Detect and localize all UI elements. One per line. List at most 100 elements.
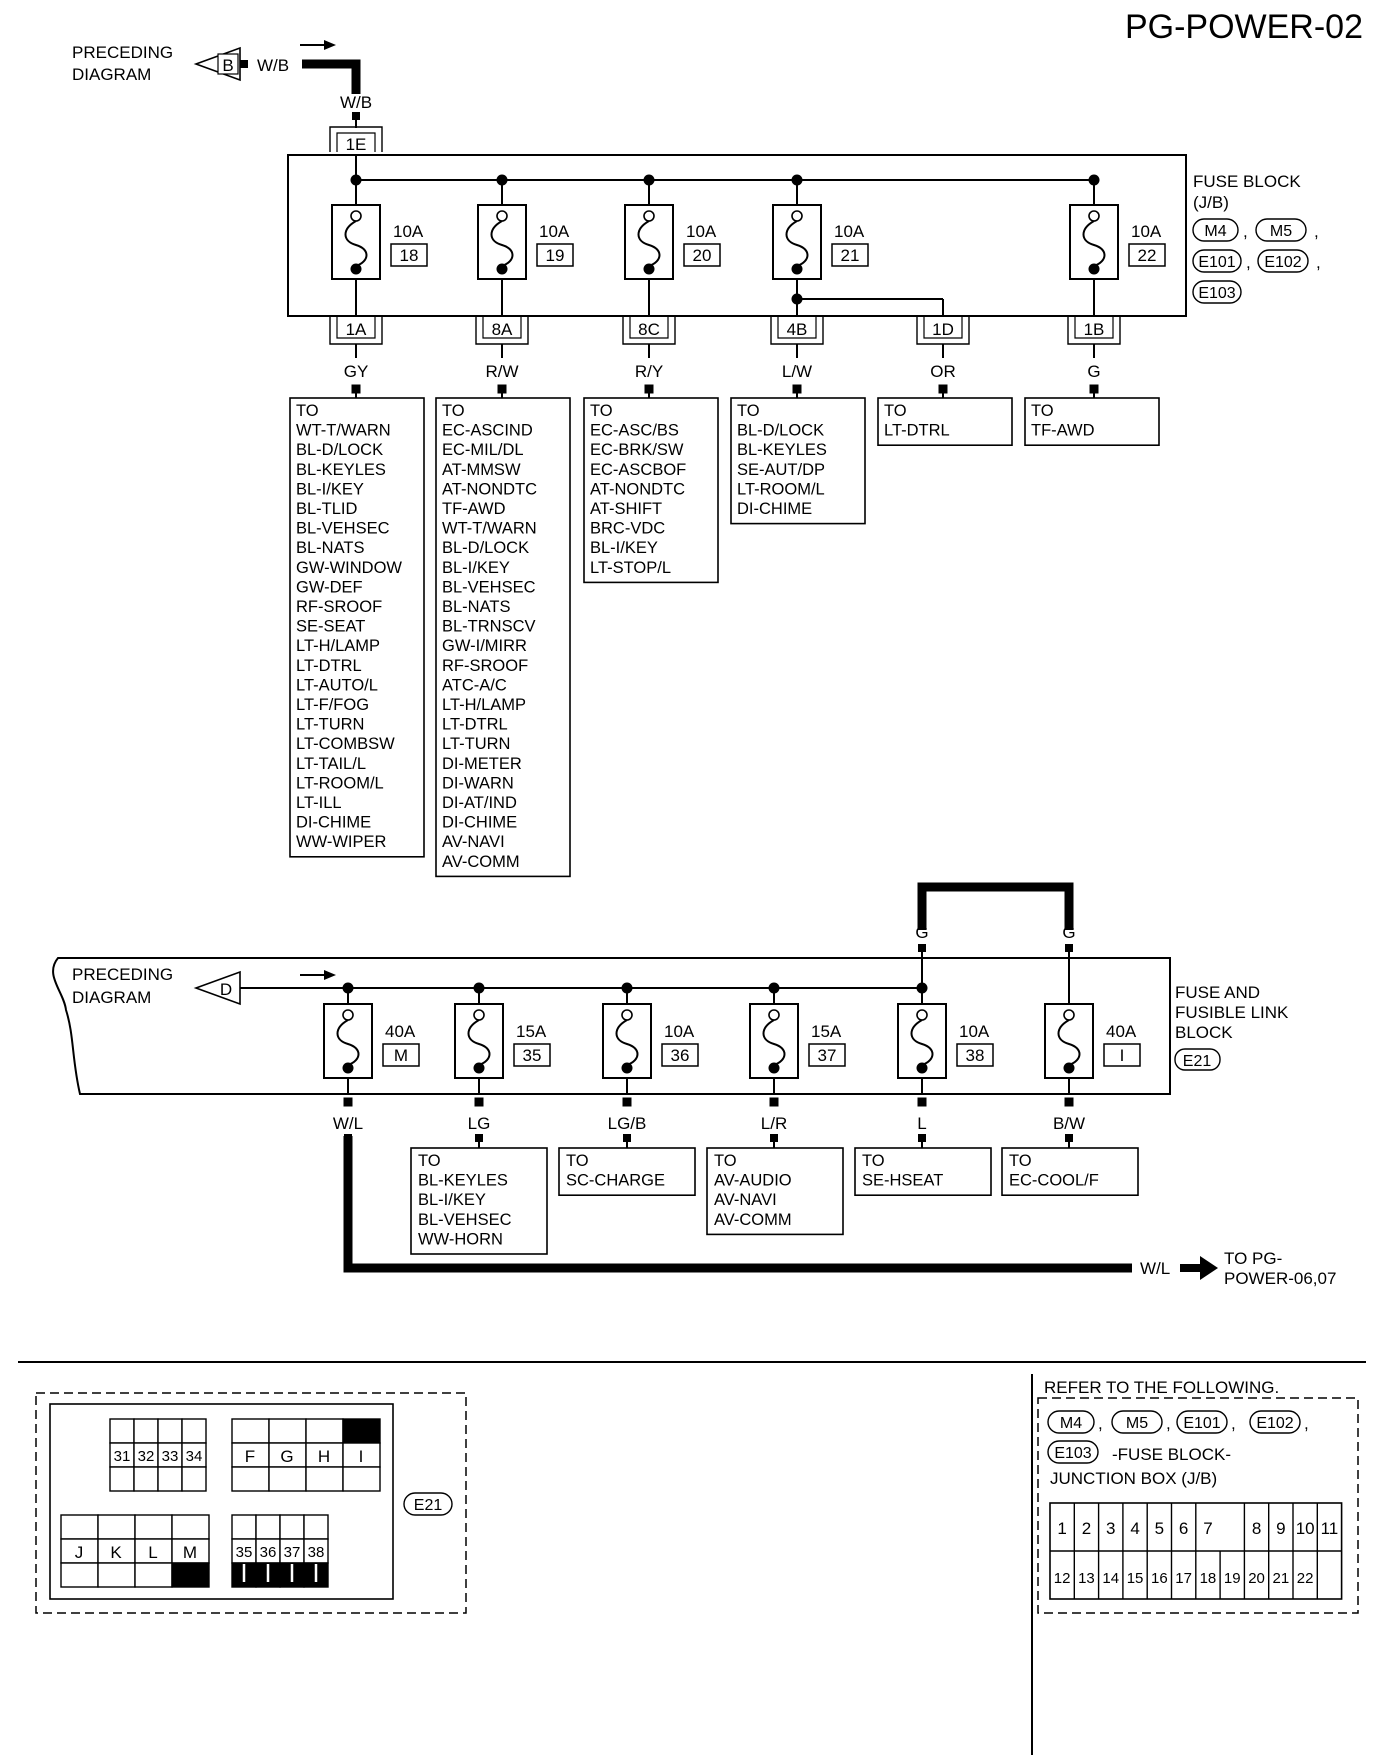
- dest-item[interactable]: AT-MMSW: [442, 461, 521, 479]
- dest-item[interactable]: TO: [714, 1152, 737, 1170]
- dest-item[interactable]: BL-D/LOCK: [296, 441, 383, 459]
- dest-item[interactable]: BL-VEHSEC: [418, 1211, 512, 1229]
- dest-item[interactable]: DI-CHIME: [296, 814, 371, 832]
- dest-item[interactable]: BL-D/LOCK: [737, 422, 824, 440]
- upper-dest-box-1D[interactable]: TO LT-DTRL: [877, 397, 1013, 447]
- dest-item[interactable]: LT-TURN: [442, 735, 510, 753]
- dest-item[interactable]: SE-HSEAT: [862, 1172, 943, 1190]
- dest-item[interactable]: DI-AT/IND: [442, 794, 517, 812]
- dest-item[interactable]: EC-BRK/SW: [590, 441, 684, 459]
- dest-item[interactable]: BL-TRNSCV: [442, 618, 536, 636]
- dest-item[interactable]: DI-METER: [442, 755, 522, 773]
- dest-item[interactable]: DI-CHIME: [442, 814, 517, 832]
- dest-item[interactable]: AT-SHIFT: [590, 500, 662, 518]
- dest-item[interactable]: BL-VEHSEC: [296, 520, 390, 538]
- dest-item[interactable]: EC-MIL/DL: [442, 441, 524, 459]
- dest-item[interactable]: WW-WIPER: [296, 833, 387, 851]
- dest-item[interactable]: BL-D/LOCK: [442, 539, 529, 557]
- lower-preceding-diagram[interactable]: PRECEDING DIAGRAM D: [72, 965, 241, 1007]
- dest-item[interactable]: AV-COMM: [442, 853, 520, 871]
- dest-item[interactable]: BL-KEYLES: [737, 441, 827, 459]
- dest-item[interactable]: TO: [862, 1152, 885, 1170]
- dest-item[interactable]: WT-T/WARN: [296, 422, 391, 440]
- dest-item[interactable]: LT-ROOM/L: [737, 480, 825, 498]
- upper-dest-box-1B[interactable]: TO TF-AWD: [1024, 397, 1160, 447]
- dest-item[interactable]: LT-DTRL: [442, 716, 508, 734]
- dest-item[interactable]: LT-DTRL: [884, 422, 950, 440]
- dest-item[interactable]: TF-AWD: [442, 500, 506, 518]
- dest-item[interactable]: BL-I/KEY: [296, 480, 364, 498]
- dest-item[interactable]: LT-H/LAMP: [296, 637, 380, 655]
- dest-item[interactable]: LT-TAIL/L: [296, 755, 366, 773]
- dest-item[interactable]: TO: [590, 402, 613, 420]
- dest-item[interactable]: SC-CHARGE: [566, 1172, 665, 1190]
- dest-item[interactable]: GW-WINDOW: [296, 559, 402, 577]
- dest-item[interactable]: GW-I/MIRR: [442, 637, 527, 655]
- dest-item[interactable]: TO: [884, 402, 907, 420]
- dest-item[interactable]: EC-ASCIND: [442, 422, 533, 440]
- dest-item[interactable]: BL-KEYLES: [296, 461, 386, 479]
- dest-item[interactable]: TO: [1009, 1152, 1032, 1170]
- dest-item[interactable]: WW-HORN: [418, 1230, 503, 1248]
- dest-item[interactable]: TF-AWD: [1031, 422, 1095, 440]
- dest-item[interactable]: GW-DEF: [296, 578, 363, 596]
- svg-text:M5: M5: [1126, 1415, 1148, 1432]
- dest-item[interactable]: BL-I/KEY: [418, 1191, 486, 1209]
- dest-item[interactable]: LT-COMBSW: [296, 735, 395, 753]
- dest-item[interactable]: AV-NAVI: [714, 1191, 777, 1209]
- dest-item[interactable]: BL-NATS: [442, 598, 510, 616]
- dest-item[interactable]: TO: [296, 402, 319, 420]
- dest-item[interactable]: LT-ROOM/L: [296, 774, 384, 792]
- lower-dest-box-I[interactable]: TO EC-COOL/F: [1001, 1147, 1139, 1197]
- lower-connector-badge: E21: [1183, 1053, 1212, 1070]
- dest-item[interactable]: TO: [442, 402, 465, 420]
- dest-item[interactable]: TO: [418, 1152, 441, 1170]
- dest-item[interactable]: BL-KEYLES: [418, 1172, 508, 1190]
- dest-item[interactable]: EC-ASC/BS: [590, 422, 679, 440]
- dest-item[interactable]: LT-AUTO/L: [296, 676, 378, 694]
- dest-item[interactable]: TO: [1031, 402, 1054, 420]
- dest-item[interactable]: AT-NONDTC: [442, 480, 537, 498]
- dest-item[interactable]: BL-NATS: [296, 539, 364, 557]
- dest-item[interactable]: TO: [566, 1152, 589, 1170]
- dest-item[interactable]: ATC-A/C: [442, 676, 507, 694]
- svg-text:38: 38: [308, 1544, 325, 1561]
- dest-item[interactable]: LT-F/FOG: [296, 696, 369, 714]
- dest-item[interactable]: EC-ASCBOF: [590, 461, 686, 479]
- dest-item[interactable]: TO: [737, 402, 760, 420]
- lower-dest-box-38[interactable]: TO SE-HSEAT: [854, 1147, 992, 1197]
- dest-item[interactable]: DI-CHIME: [737, 500, 812, 518]
- dest-item[interactable]: LT-H/LAMP: [442, 696, 526, 714]
- dest-item[interactable]: RF-SROOF: [442, 657, 528, 675]
- dest-item[interactable]: BL-TLID: [296, 500, 358, 518]
- lower-dest-box-36[interactable]: TO SC-CHARGE: [558, 1147, 696, 1197]
- upper-preceding-diagram[interactable]: PRECEDING DIAGRAM B: [72, 43, 241, 84]
- page-title: PG-POWER-02: [1125, 8, 1363, 46]
- dest-item[interactable]: BRC-VDC: [590, 520, 665, 538]
- dest-item[interactable]: AT-NONDTC: [590, 480, 685, 498]
- dest-item[interactable]: LT-TURN: [296, 716, 364, 734]
- dest-item[interactable]: SE-SEAT: [296, 618, 365, 636]
- pin-4: 4: [1130, 1519, 1139, 1538]
- dest-item[interactable]: SE-AUT/DP: [737, 461, 825, 479]
- dest-item[interactable]: DI-WARN: [442, 774, 514, 792]
- output-destination-link[interactable]: TO PG- POWER-06,07: [1224, 1249, 1336, 1288]
- dest-item[interactable]: AV-AUDIO: [714, 1172, 792, 1190]
- dest-item[interactable]: BL-I/KEY: [442, 559, 510, 577]
- dest-item[interactable]: AV-NAVI: [442, 833, 505, 851]
- dest-item[interactable]: LT-DTRL: [296, 657, 362, 675]
- dest-item[interactable]: LT-STOP/L: [590, 559, 671, 577]
- dest-item[interactable]: EC-COOL/F: [1009, 1172, 1099, 1190]
- dest-item[interactable]: LT-ILL: [296, 794, 342, 812]
- dest-item[interactable]: BL-I/KEY: [590, 539, 658, 557]
- dest-item[interactable]: WT-T/WARN: [442, 520, 537, 538]
- dest-item[interactable]: AV-COMM: [714, 1211, 792, 1229]
- dest-item[interactable]: BL-VEHSEC: [442, 578, 536, 596]
- dest-item[interactable]: RF-SROOF: [296, 598, 382, 616]
